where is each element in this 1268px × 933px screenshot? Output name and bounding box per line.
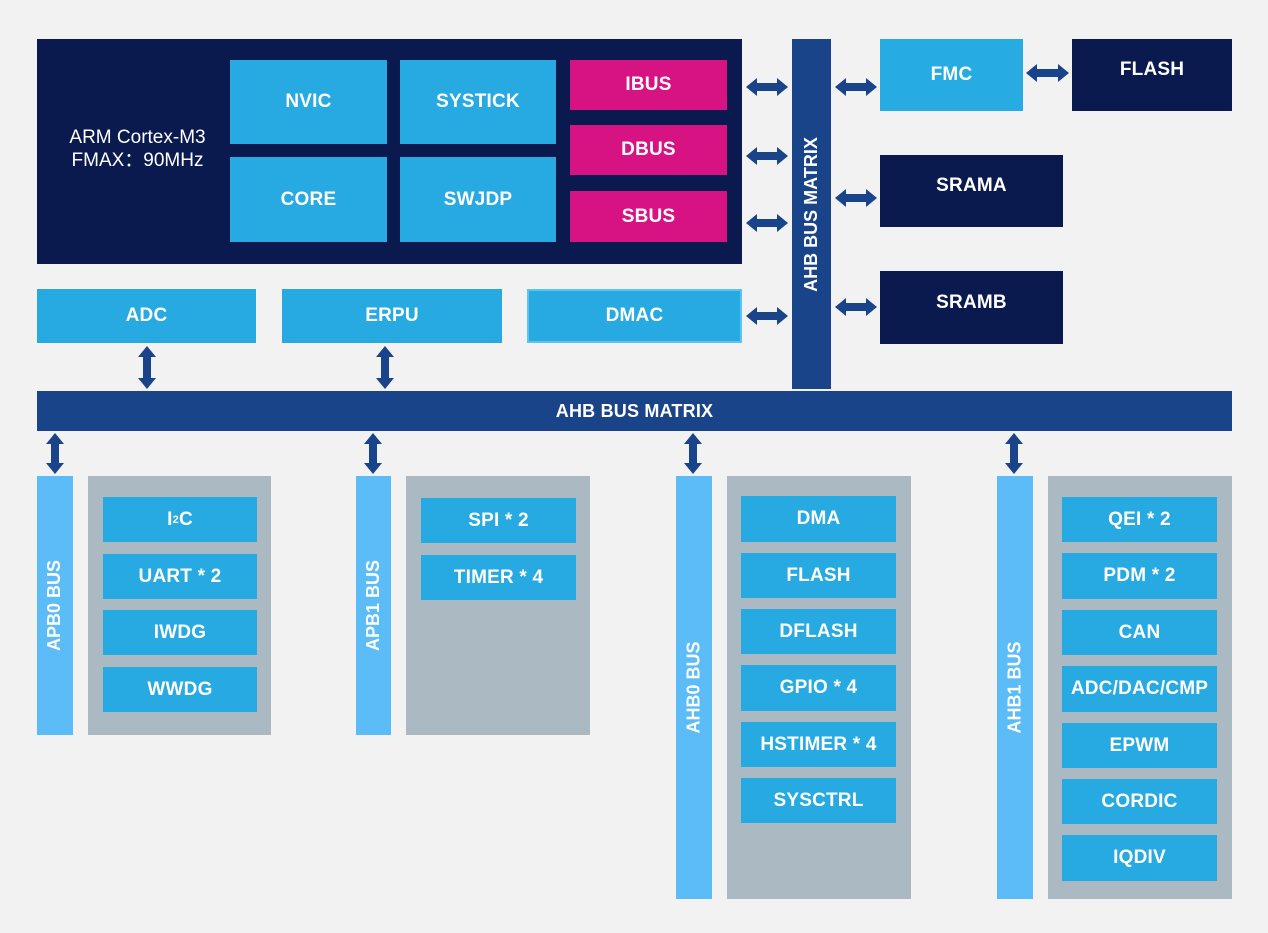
flash-block: FLASH [1072, 39, 1232, 111]
ahb0-bus-label: AHB0 BUS [683, 641, 704, 734]
matrix-srama-arrow [835, 189, 877, 207]
apb0-bus: APB0 BUS [37, 476, 73, 735]
peripheral-flash: FLASH [741, 553, 896, 598]
dbus-matrix-arrow [746, 147, 788, 165]
fmc-block: FMC [880, 39, 1023, 111]
peripheral-iwdg: IWDG [103, 610, 257, 655]
sbus-block: SBUS [570, 191, 727, 242]
peripheral-can: CAN [1062, 610, 1217, 655]
peripheral-gpio: GPIO * 4 [741, 665, 896, 711]
srama-block: SRAMA [880, 155, 1063, 227]
apb1-matrix-arrow [364, 433, 382, 474]
apb0-bus-label: APB0 BUS [44, 559, 65, 652]
peripheral-timer: TIMER * 4 [421, 555, 576, 600]
ahb-matrix-vertical-label: AHB BUS MATRIX [801, 136, 822, 292]
ahb0-matrix-arrow [684, 433, 702, 474]
sbus-matrix-arrow [746, 214, 788, 232]
peripheral-iqdiv: IQDIV [1062, 835, 1217, 881]
cpu-fmax: FMAX：90MHz [71, 150, 204, 171]
apb0-matrix-arrow [46, 433, 64, 474]
swjdp-block: SWJDP [400, 157, 556, 242]
peripheral-dma: DMA [741, 496, 896, 542]
ahb-matrix-horizontal: AHB BUS MATRIX [37, 391, 1232, 431]
ahb1-matrix-arrow [1005, 433, 1023, 474]
peripheral-cordic: CORDIC [1062, 779, 1217, 824]
ahb1-bus-label: AHB1 BUS [1004, 641, 1025, 734]
peripheral-qei: QEI * 2 [1062, 497, 1217, 542]
dbus-block: DBUS [570, 125, 727, 175]
ibus-block: IBUS [570, 60, 727, 110]
apb1-bus: APB1 BUS [356, 476, 391, 735]
ahb1-bus: AHB1 BUS [997, 476, 1033, 899]
erpu-block: ERPU [282, 289, 502, 343]
dmac-matrix-arrow [746, 307, 788, 325]
peripheral-epwm: EPWM [1062, 723, 1217, 768]
adc-matrix-arrow [138, 346, 156, 389]
matrix-sramb-arrow [835, 298, 877, 316]
ibus-matrix-arrow [746, 78, 788, 96]
peripheral-pdm: PDM * 2 [1062, 553, 1217, 599]
erpu-matrix-arrow [376, 346, 394, 389]
peripheral-wwdg: WWDG [103, 667, 257, 712]
ahb0-bus: AHB0 BUS [676, 476, 712, 899]
systick-block: SYSTICK [400, 60, 556, 144]
peripheral-hstimer: HSTIMER * 4 [741, 722, 896, 767]
core-block: CORE [230, 157, 387, 242]
nvic-block: NVIC [230, 60, 387, 144]
peripheral-adc-dac-cmp: ADC/DAC/CMP [1062, 666, 1217, 712]
peripheral-spi: SPI * 2 [421, 498, 576, 543]
sramb-block: SRAMB [880, 271, 1063, 344]
cpu-label: ARM Cortex-M3 FMAX：90MHz [55, 126, 220, 172]
peripheral-uart: UART * 2 [103, 554, 257, 599]
matrix-fmc-arrow [835, 78, 877, 96]
adc-block: ADC [37, 289, 256, 343]
peripheral-dflash: DFLASH [741, 609, 896, 654]
ahb-matrix-vertical: AHB BUS MATRIX [792, 39, 831, 389]
cpu-name: ARM Cortex-M3 [69, 127, 206, 148]
dmac-block: DMAC [527, 289, 742, 343]
fmc-flash-arrow [1026, 64, 1069, 82]
apb1-bus-label: APB1 BUS [363, 559, 383, 652]
peripheral-sysctrl: SYSCTRL [741, 778, 896, 823]
